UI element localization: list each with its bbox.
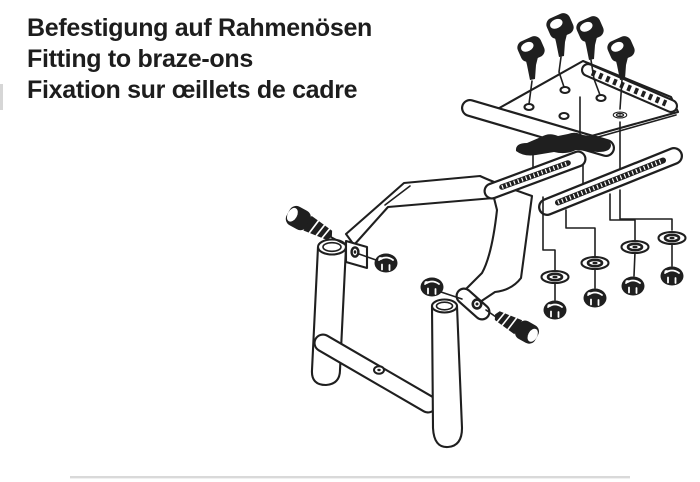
caption-german: Befestigung auf Rahmenösen	[27, 14, 373, 42]
washer-nut-sets	[540, 189, 687, 321]
plate-hole	[559, 85, 571, 95]
caption-block: Befestigung auf Rahmenösen Fitting to br…	[27, 13, 372, 106]
washer-2	[580, 255, 610, 271]
eyelet-nut-right	[419, 276, 445, 298]
clamp-joint	[515, 132, 611, 156]
caption-french: Fixation sur œillets de cadre	[27, 76, 358, 104]
serrated-clamp-strip	[581, 63, 678, 113]
plate-hole	[558, 111, 570, 121]
eyelet-bolt-right	[489, 304, 543, 348]
leader-line	[565, 209, 596, 257]
plate-washer	[612, 111, 628, 119]
mounting-bolt-3	[574, 13, 606, 61]
scan-edge-mark	[0, 84, 3, 110]
rail-slot	[499, 160, 571, 190]
mounting-bolt-1	[515, 33, 547, 80]
bolt-leader-line	[590, 59, 601, 96]
left-frame-tube-bore	[322, 241, 342, 253]
washer-3	[620, 239, 650, 255]
mounting-plate-assembly	[461, 59, 680, 187]
slotted-rail-front	[538, 147, 683, 216]
top-bolts	[515, 10, 637, 110]
scan-bottom-streak	[70, 476, 630, 479]
eyelet-hole-center	[353, 250, 357, 254]
strip-teeth	[590, 69, 668, 107]
rail-slot	[555, 157, 666, 206]
cross-tube	[313, 333, 438, 414]
leader-line	[542, 196, 556, 271]
leader-line	[609, 193, 636, 241]
bolt-leader-line	[619, 79, 623, 110]
bolt-leader-line	[330, 236, 347, 246]
nut-1	[542, 299, 568, 321]
plate-hole	[523, 102, 535, 112]
leader-line	[619, 189, 673, 231]
bolt-leader-line	[528, 80, 533, 105]
bolt-leader-line	[485, 309, 497, 318]
mounting-bolt-2	[544, 10, 576, 58]
washer-4	[657, 230, 687, 246]
leader-line	[633, 251, 636, 277]
left-eyelet-attachment	[282, 202, 399, 274]
cross-tube-hole-center	[377, 368, 381, 372]
right-frame-tube	[430, 305, 464, 449]
nut-4	[659, 265, 685, 287]
right-eyelet-attachment	[419, 276, 543, 348]
leader-line	[440, 291, 463, 300]
leader-line	[358, 253, 377, 261]
nut-2	[582, 287, 608, 309]
plate-hole	[595, 93, 607, 103]
eyelet-nut-left	[373, 252, 399, 274]
caption-english: Fitting to braze-ons	[27, 45, 253, 73]
washer-1	[540, 269, 570, 285]
slotted-rail-rear	[483, 150, 587, 200]
eyelet-hole-center	[475, 302, 479, 306]
frame-tubes	[310, 238, 464, 449]
nut-3	[620, 275, 646, 297]
rack-arm-edge	[384, 185, 411, 206]
right-frame-tube-bore	[435, 301, 454, 311]
bolt-leader-line	[558, 56, 565, 88]
